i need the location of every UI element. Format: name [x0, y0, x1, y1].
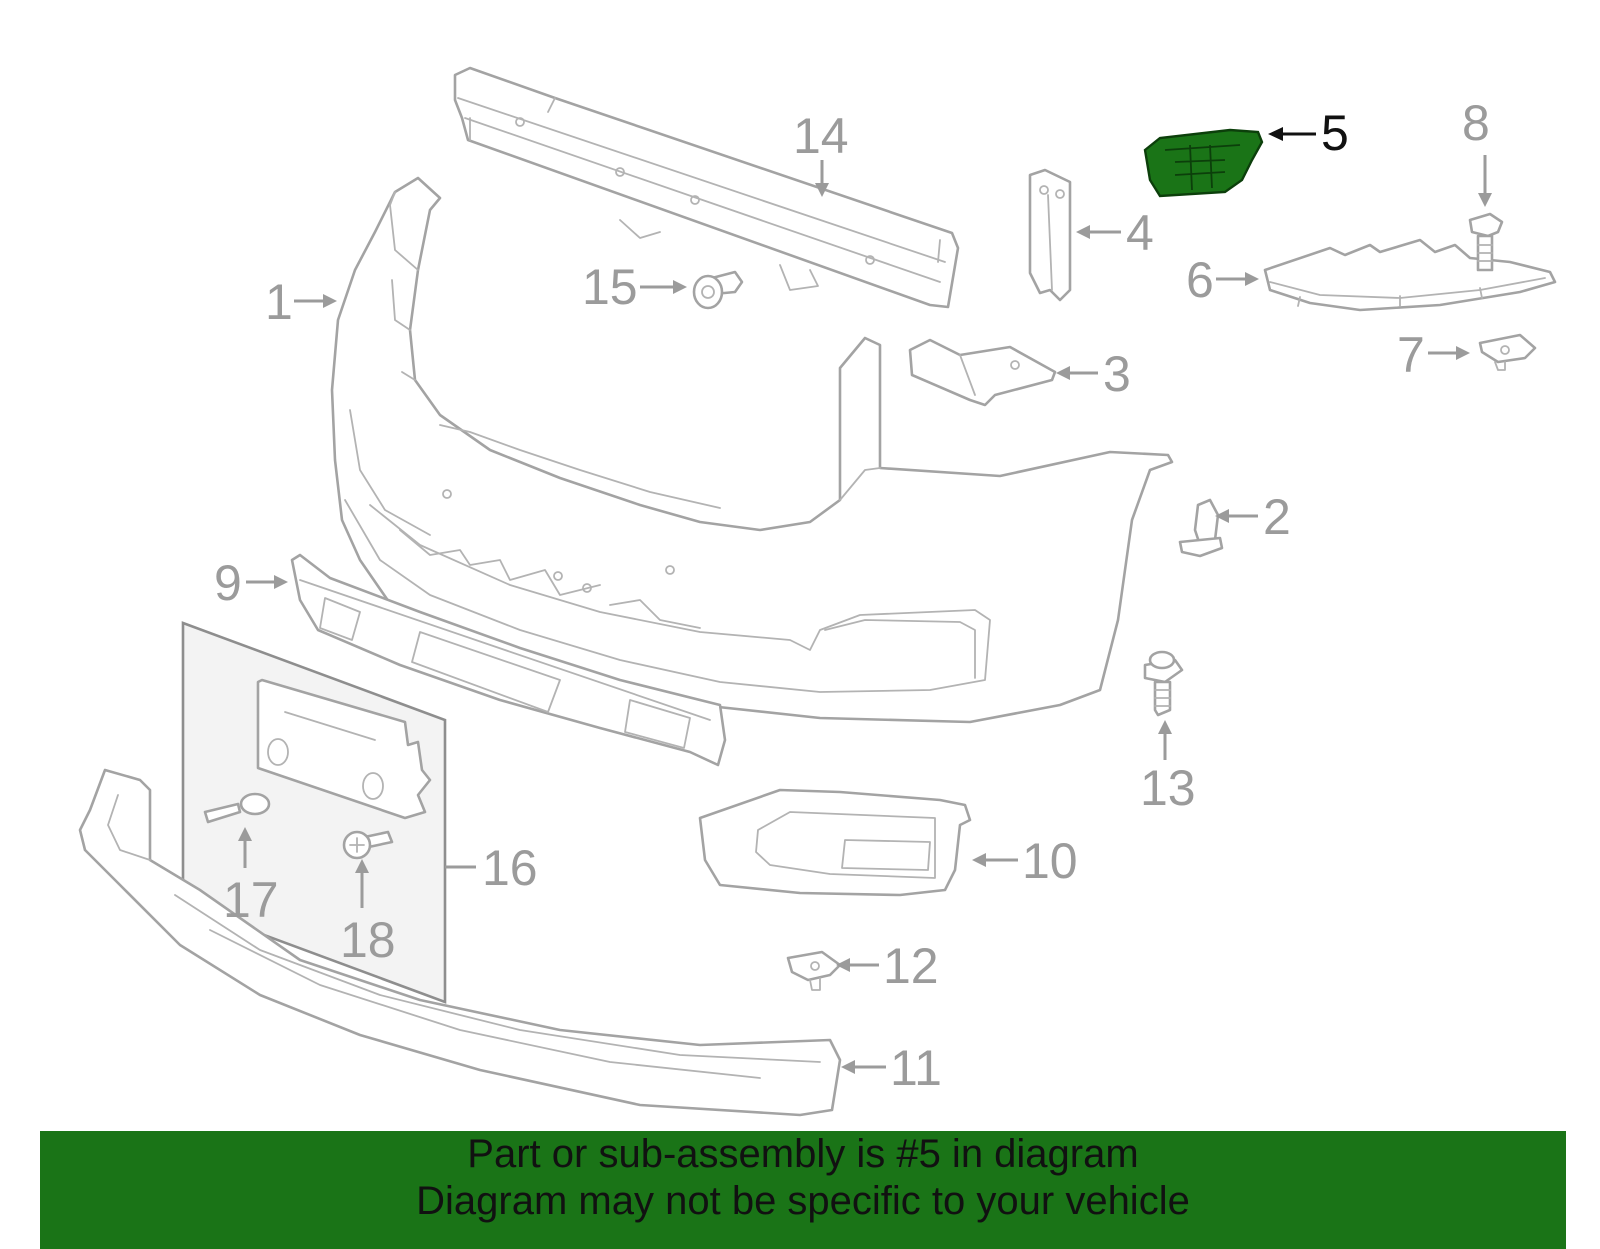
svg-text:4: 4 [1126, 205, 1154, 261]
callout-15[interactable]: 15 [582, 259, 687, 315]
svg-text:18: 18 [340, 912, 396, 968]
svg-text:7: 7 [1397, 327, 1425, 383]
svg-text:13: 13 [1140, 760, 1196, 816]
callout-17[interactable]: 17 [223, 827, 279, 928]
callout-11[interactable]: 11 [841, 1040, 942, 1096]
part-10-fog-bezel[interactable] [698, 788, 972, 897]
part-5-highlighted-bracket[interactable] [1143, 128, 1264, 198]
part-7-clip-nut[interactable] [1478, 333, 1537, 371]
callout-6[interactable]: 6 [1186, 252, 1259, 308]
callout-12[interactable]: 12 [836, 938, 939, 994]
part-16-license-bracket[interactable] [181, 621, 447, 1004]
part-15-bolt[interactable] [692, 270, 744, 310]
callout-7[interactable]: 7 [1397, 327, 1470, 383]
svg-text:2: 2 [1263, 489, 1291, 545]
callout-5[interactable]: 5 [1268, 105, 1349, 161]
part-13-bolt[interactable] [1143, 650, 1184, 717]
part-12-clip-nut[interactable] [786, 950, 842, 991]
svg-text:12: 12 [883, 938, 939, 994]
callout-8[interactable]: 8 [1462, 95, 1492, 207]
part-4-bracket[interactable] [1028, 168, 1072, 302]
banner-line-1: Part or sub-assembly is #5 in diagram [467, 1132, 1139, 1176]
svg-text:17: 17 [223, 872, 279, 928]
callout-18[interactable]: 18 [340, 859, 396, 968]
part-3-bracket[interactable] [908, 338, 1057, 407]
part-6-splash-shield[interactable] [1263, 238, 1557, 312]
callout-10[interactable]: 10 [972, 833, 1078, 889]
callout-13[interactable]: 13 [1140, 720, 1196, 816]
callout-3[interactable]: 3 [1056, 346, 1131, 402]
callouts: 1 2 3 4 5 6 7 [214, 95, 1492, 1096]
svg-text:15: 15 [582, 259, 638, 315]
callout-4[interactable]: 4 [1076, 205, 1154, 261]
part-14-impact-bar[interactable] [453, 66, 960, 309]
info-banner: Part or sub-assembly is #5 in diagram Di… [40, 1131, 1566, 1249]
svg-text:6: 6 [1186, 252, 1214, 308]
part-17-push-pin[interactable] [203, 792, 271, 824]
callout-1[interactable]: 1 [265, 274, 337, 330]
svg-text:16: 16 [482, 840, 538, 896]
svg-text:14: 14 [793, 108, 849, 164]
callout-2[interactable]: 2 [1215, 489, 1291, 545]
callout-16[interactable]: 16 [445, 840, 538, 896]
banner-line-2: Diagram may not be specific to your vehi… [416, 1179, 1190, 1223]
callout-14[interactable]: 14 [793, 108, 849, 197]
svg-text:10: 10 [1022, 833, 1078, 889]
part-2-push-retainer[interactable] [1178, 498, 1224, 558]
svg-text:8: 8 [1462, 95, 1490, 151]
svg-text:9: 9 [214, 555, 242, 611]
callout-9[interactable]: 9 [214, 555, 288, 611]
svg-text:11: 11 [890, 1040, 942, 1096]
part-18-screw[interactable] [342, 830, 394, 860]
part-8-bolt[interactable] [1468, 212, 1504, 272]
part-9-lower-grille[interactable] [290, 553, 727, 767]
svg-text:5: 5 [1321, 105, 1349, 161]
part-11-lower-valance[interactable] [78, 768, 842, 1117]
svg-text:1: 1 [265, 274, 293, 330]
svg-text:3: 3 [1103, 346, 1131, 402]
part-1-bumper-cover[interactable] [330, 176, 1174, 724]
